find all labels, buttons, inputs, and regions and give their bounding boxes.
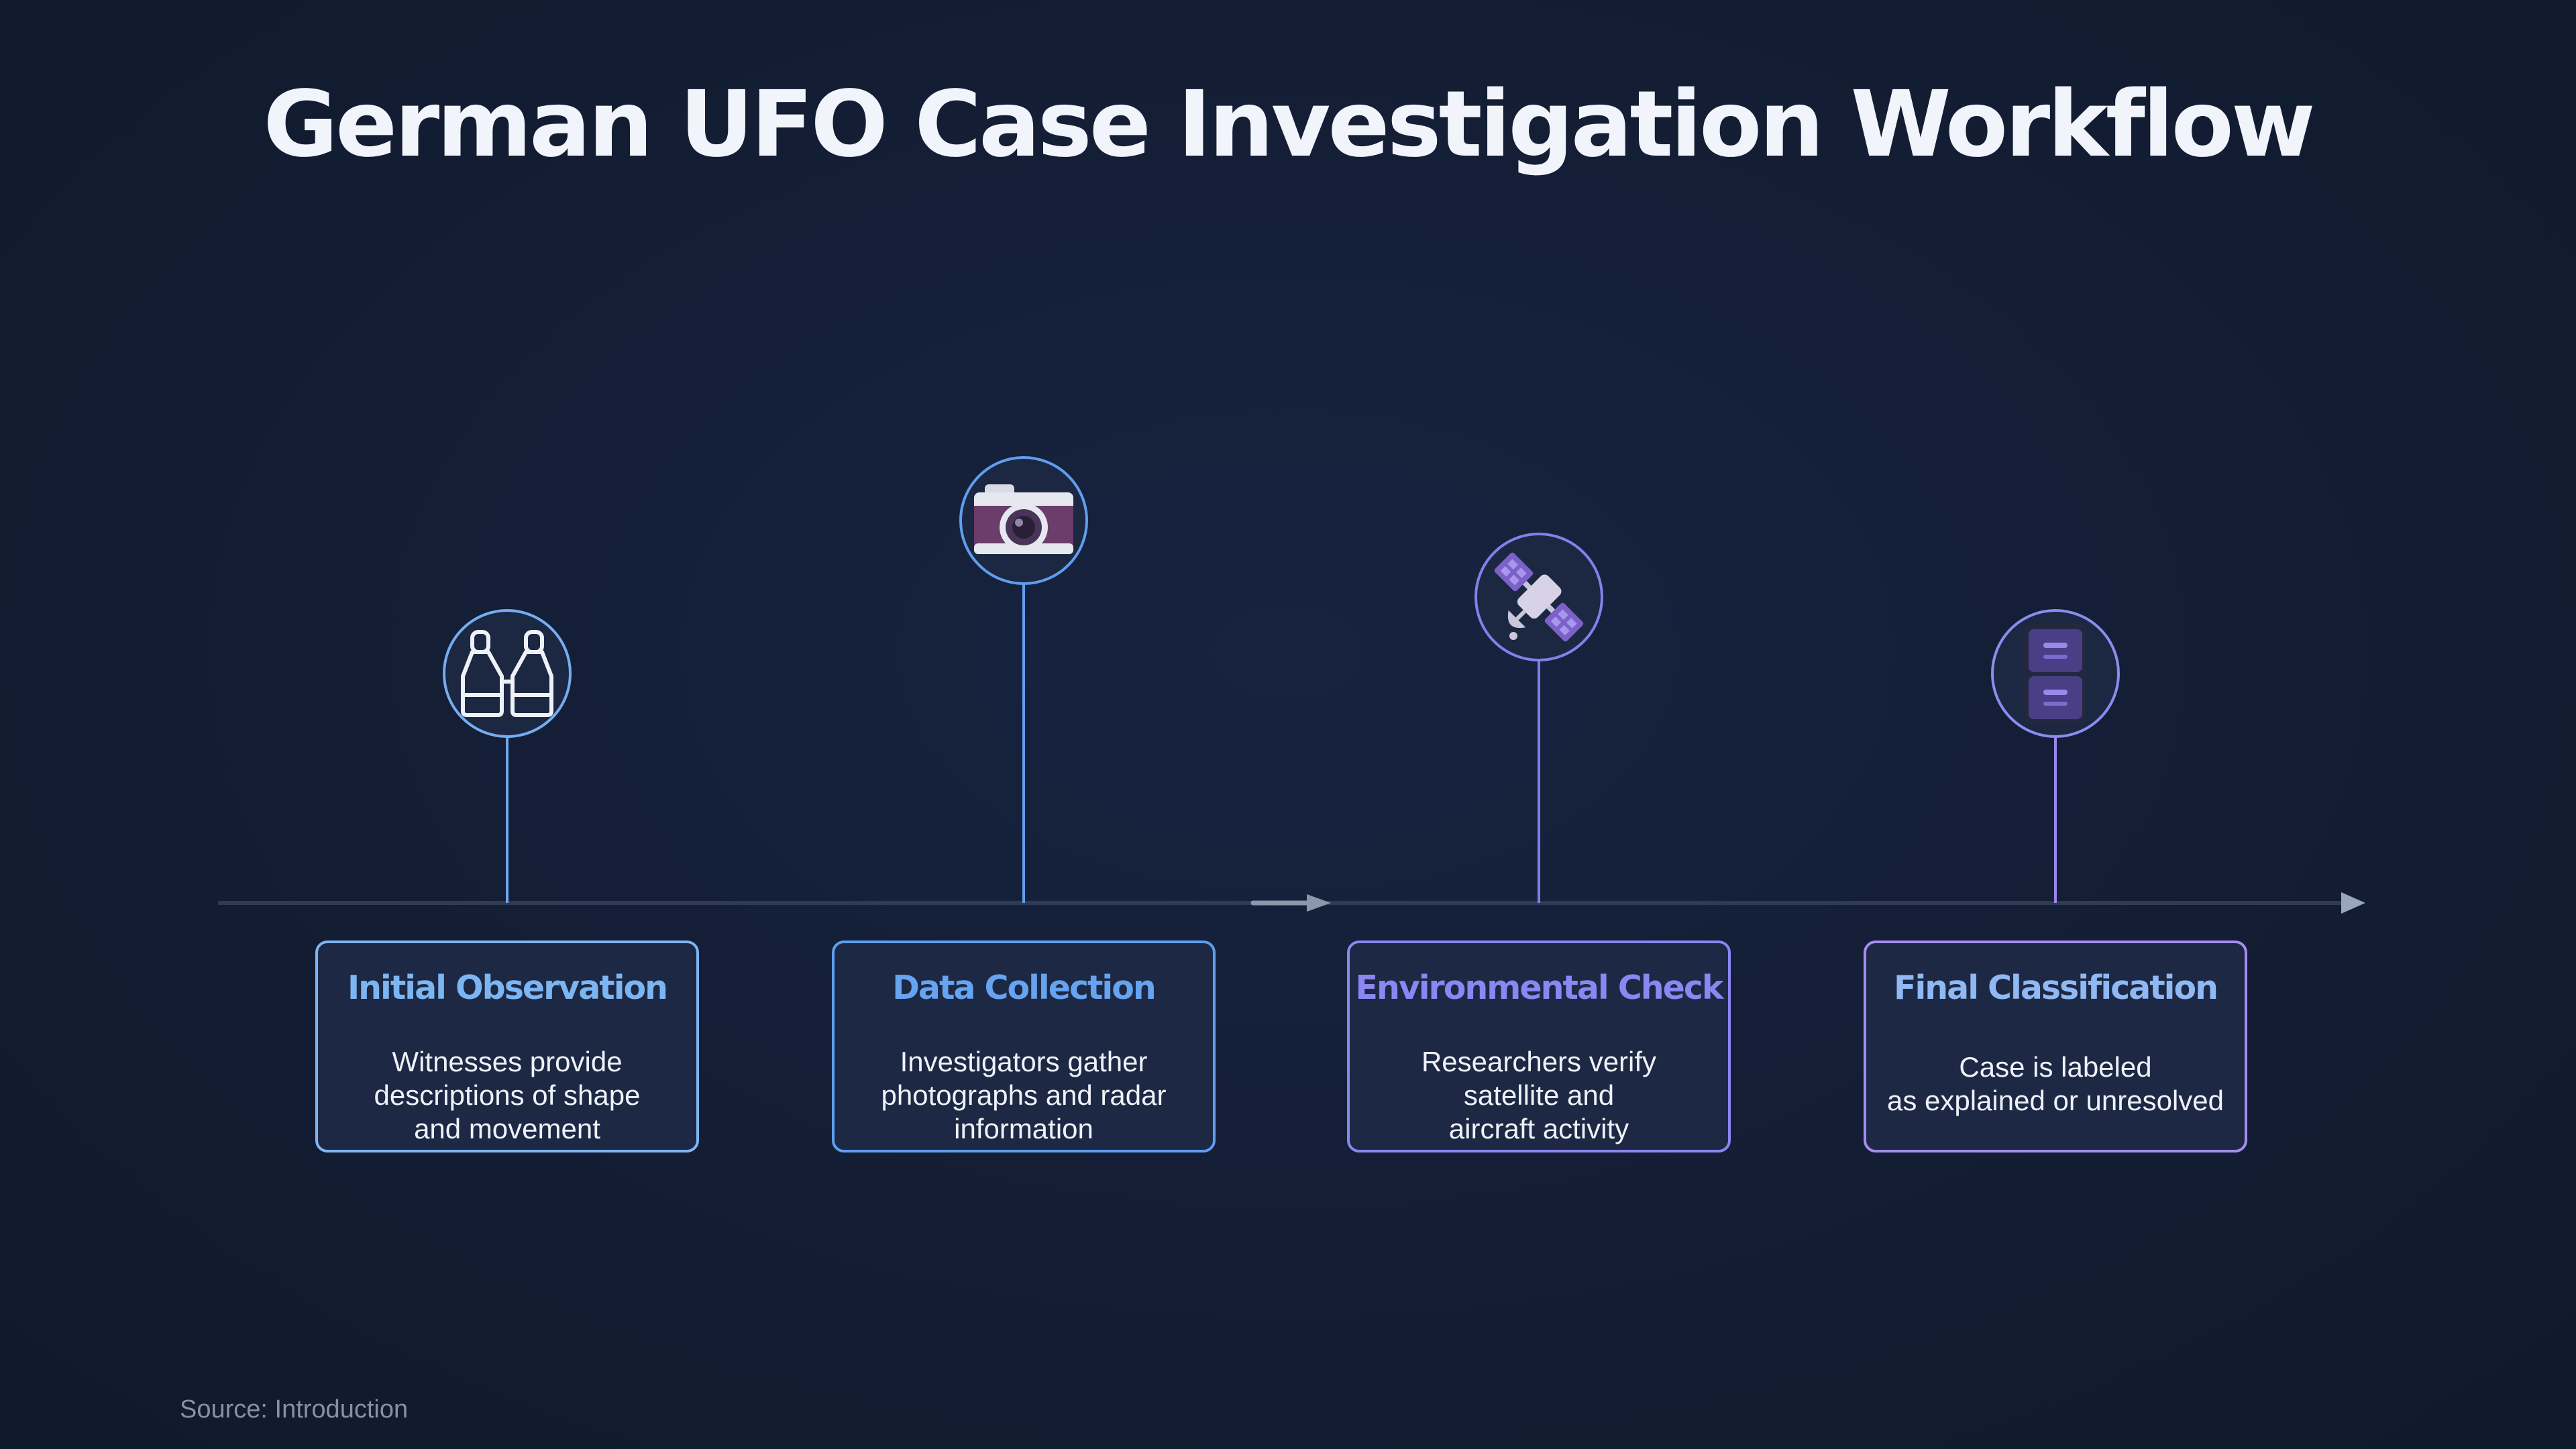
step-description: Witnesses provide descriptions of shape … — [374, 1046, 641, 1144]
step-card-environmental-check: Environmental Check Researchers verify s… — [1347, 941, 1731, 1152]
file-cabinet-icon — [2025, 624, 2086, 724]
camera-icon — [974, 484, 1073, 554]
binoculars-icon — [461, 630, 553, 717]
step-description: Investigators gather photographs and rad… — [881, 1046, 1167, 1144]
source-note: Source: Introduction — [180, 1395, 409, 1424]
step-title: Final Classification — [1893, 969, 2218, 1007]
satellite-icon — [1494, 552, 1584, 642]
step-description: Case is labeled as explained or unresolv… — [1887, 1051, 2224, 1116]
step-1-icon-circle — [443, 609, 572, 738]
page-title: German UFO Case Investigation Workflow — [263, 72, 2315, 178]
step-title: Environmental Check — [1355, 969, 1723, 1007]
step-description: Researchers verify satellite and aircraf… — [1421, 1046, 1657, 1144]
step-card-final-classification: Final Classification Case is labeled as … — [1864, 941, 2247, 1152]
timeline-end-arrow — [2341, 892, 2365, 914]
satellite-signal-dot — [1509, 632, 1517, 640]
step-card-initial-observation: Initial Observation Witnesses provide de… — [315, 941, 699, 1152]
step-title: Data Collection — [892, 969, 1157, 1007]
step-card-data-collection: Data Collection Investigators gather pho… — [832, 941, 1216, 1152]
direction-arrow — [1250, 894, 1331, 912]
step-title: Initial Observation — [347, 969, 668, 1007]
